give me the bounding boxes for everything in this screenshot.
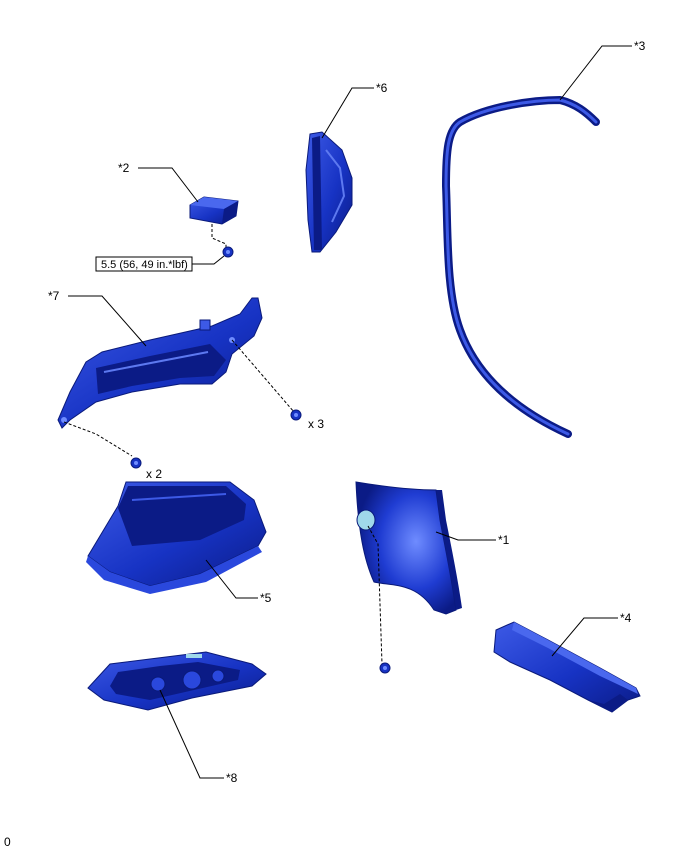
torque-leader: [192, 255, 225, 265]
part-2-dash-line: [211, 224, 227, 250]
part-4-scuff-plate: [493, 621, 641, 713]
part-7-dash-line-lower: [63, 421, 133, 457]
callout-6: *6: [376, 81, 388, 95]
quantity-lower-bolts: x 2: [146, 467, 162, 481]
part-7-leader: [68, 295, 147, 347]
part-1-dash-line: [367, 525, 383, 665]
part-3-leader: [559, 45, 632, 101]
part-2-bolt: [222, 246, 234, 258]
part-6-side-panel: [305, 131, 353, 253]
part-2-module: [189, 196, 239, 225]
diagram-code: 0: [4, 835, 11, 849]
part-5-glove-box: [86, 481, 267, 594]
part-1-pillar-garnish: [355, 481, 462, 615]
callout-1: *1: [498, 533, 510, 547]
torque-spec: 5.5 (56, 49 in.*lbf): [101, 259, 188, 271]
part-7-bolt-upper: [290, 409, 302, 421]
part-1-clip: [379, 662, 391, 674]
callout-8: *8: [226, 771, 238, 785]
callout-5: *5: [260, 591, 272, 605]
part-5-leader: [205, 559, 258, 599]
part-8-door-inner: [87, 651, 267, 711]
callout-3: *3: [634, 39, 646, 53]
part-1-leader: [435, 531, 496, 541]
part-2-leader: [138, 167, 199, 203]
part-7-dash-line-upper: [231, 339, 295, 413]
part-6-leader: [321, 87, 374, 139]
callout-2: *2: [118, 161, 130, 175]
callout-7: *7: [48, 289, 60, 303]
part-8-leader: [159, 689, 224, 779]
part-7-bolt-lower: [130, 457, 142, 469]
callout-4: *4: [620, 611, 632, 625]
part-3-weatherstrip: [441, 95, 600, 438]
part-7-instrument-panel: [57, 297, 263, 429]
part-4-leader: [551, 617, 618, 657]
quantity-upper-bolts: x 3: [308, 417, 324, 431]
